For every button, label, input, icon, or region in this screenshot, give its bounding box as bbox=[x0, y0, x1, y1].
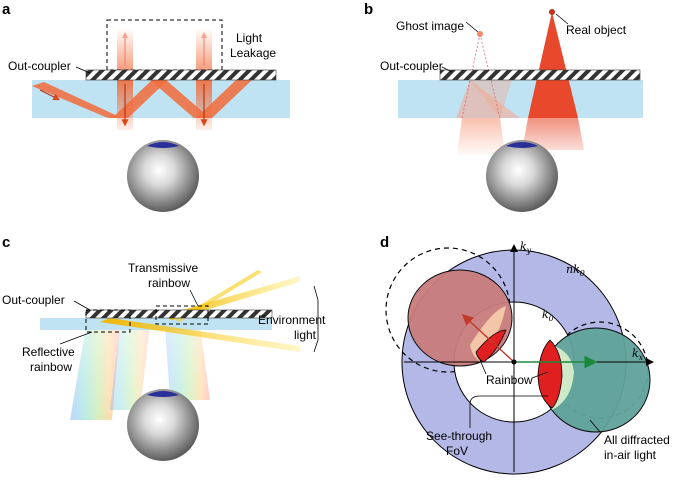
panel-c-letter: c bbox=[2, 234, 10, 251]
rainbow-label: Rainbow bbox=[486, 373, 533, 387]
zigzag-beam-1 bbox=[32, 82, 122, 118]
k0-label: k0 bbox=[542, 308, 554, 323]
fov-label-line1: See-through bbox=[426, 429, 492, 443]
kx-label: kx bbox=[632, 347, 644, 362]
outcoupler-label-b: Out-coupler bbox=[380, 59, 443, 73]
outcoupler-a bbox=[85, 69, 277, 81]
refl-label-line1: Reflective bbox=[22, 345, 75, 359]
eye-c-iris bbox=[147, 391, 179, 397]
ky-label: ky bbox=[520, 240, 532, 255]
trans-label-line2: rainbow bbox=[148, 276, 190, 290]
rainbow-leader-right bbox=[531, 371, 549, 379]
diff-label-line1: All diffracted bbox=[604, 433, 670, 447]
ghost-label: Ghost image bbox=[396, 19, 464, 33]
rainbow-leader-left bbox=[479, 359, 487, 375]
transmissive-beam bbox=[175, 270, 262, 322]
ghost-leader bbox=[465, 21, 479, 33]
zigzag-beam-3 bbox=[150, 80, 210, 118]
outcoupler-leader-c bbox=[73, 300, 91, 311]
outcoupler-leader-b bbox=[441, 66, 453, 73]
panel-d: d ky kx nk0 k0 Rainbow See-thr bbox=[380, 234, 670, 475]
diff-label-line2: in-air light bbox=[604, 448, 657, 462]
panel-d-letter: d bbox=[380, 234, 389, 251]
real-object-cone-bottom bbox=[522, 118, 584, 150]
leakage-box bbox=[106, 19, 223, 71]
ghost-reflection-1 bbox=[456, 80, 520, 118]
real-label: Real object bbox=[566, 23, 627, 37]
leak-label-line2: Leakage bbox=[230, 46, 276, 60]
refl-label-line2: rainbow bbox=[30, 360, 72, 374]
diff-leader bbox=[589, 419, 601, 433]
env-label-line1: Environment bbox=[258, 313, 326, 327]
in-arrow bbox=[39, 89, 61, 101]
env-bracket bbox=[313, 285, 319, 353]
trans-leader bbox=[189, 289, 199, 307]
real-object-cone-top bbox=[528, 12, 578, 118]
real-leader bbox=[555, 13, 569, 25]
outcoupler-c bbox=[85, 309, 273, 319]
panel-b-letter: b bbox=[364, 1, 373, 18]
env-label-line2: light bbox=[294, 328, 317, 342]
eye-a bbox=[127, 140, 199, 212]
ghost-reflection-2 bbox=[470, 80, 512, 118]
refl-leader bbox=[59, 331, 93, 345]
outcoupler-label-a: Out-coupler bbox=[8, 59, 71, 73]
ghost-point bbox=[477, 31, 483, 37]
outcoupler-b bbox=[439, 69, 641, 81]
eye-b-iris bbox=[506, 142, 538, 148]
reflective-box bbox=[85, 309, 131, 333]
panel-a: a Light Leakage Out-coupler bbox=[2, 1, 290, 212]
waveguide-b bbox=[398, 80, 643, 118]
red-k-arrow bbox=[461, 314, 515, 363]
origin-dot bbox=[511, 359, 517, 365]
fov-label-line2: FoV bbox=[446, 444, 468, 458]
real-point bbox=[549, 9, 555, 15]
outcoupler-leader-a bbox=[75, 66, 91, 74]
leak-label-line1: Light bbox=[236, 31, 263, 45]
panel-b: b Out-coupler Ghost image Real object bbox=[364, 1, 643, 212]
nk0-label: nk0 bbox=[566, 263, 585, 278]
panel-a-letter: a bbox=[2, 1, 11, 18]
fov-leader bbox=[469, 395, 548, 428]
eye-c bbox=[127, 389, 199, 461]
eye-a-iris bbox=[147, 142, 179, 148]
outcoupler-label-c: Out-coupler bbox=[2, 293, 65, 307]
env-beam-lower bbox=[100, 318, 300, 352]
trans-label-line1: Transmissive bbox=[128, 261, 199, 275]
rainbow-lens-left bbox=[475, 329, 507, 363]
panel-c: c Out-coupler Transmissive rainbow Refle… bbox=[2, 234, 326, 461]
ghost-cone-below bbox=[457, 118, 505, 155]
eye-b bbox=[486, 140, 558, 212]
